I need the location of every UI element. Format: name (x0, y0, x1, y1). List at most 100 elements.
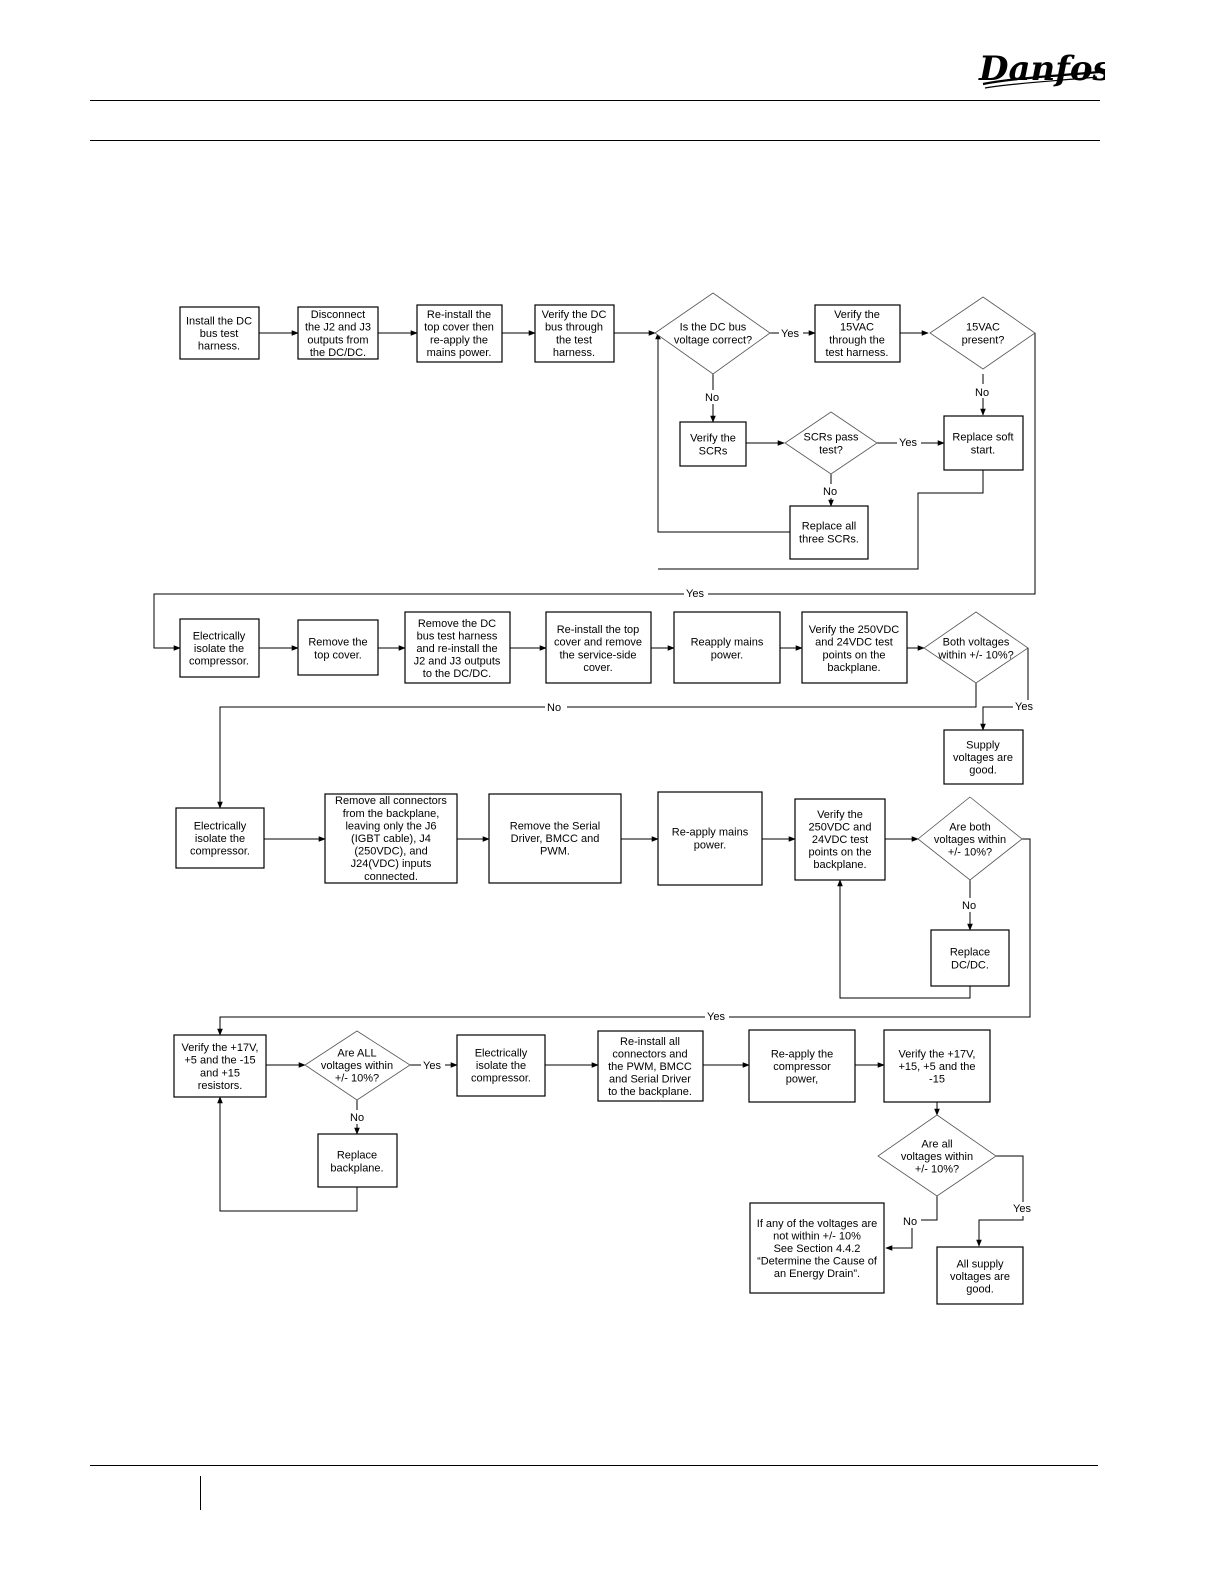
label-yes: Yes (686, 588, 704, 600)
node-text-line: Is the DC bus (680, 322, 747, 334)
node-text-line: voltages within (321, 1060, 393, 1072)
node-text-line: the J2 and J3 (305, 322, 371, 334)
node-text-line: Remove the (308, 637, 367, 649)
node-text-line: Supply (966, 739, 1000, 751)
node-text-line: (IGBT cable), J4 (351, 833, 431, 845)
node-text-line: good. (969, 765, 997, 777)
node-text-line: and re-install the (416, 643, 497, 655)
node-text-line: Verify the (817, 809, 863, 821)
node-text-line: Are both (949, 821, 991, 833)
node-text-line: Verify the DC (542, 309, 607, 321)
node-text-line: voltages are (950, 1271, 1010, 1283)
node-text-line: bus through (545, 322, 603, 334)
node-text-line: leaving only the J6 (345, 820, 436, 832)
node-text-line: Electrically (475, 1047, 528, 1059)
node-text-line: through the (829, 334, 885, 346)
node-text-line: test? (819, 444, 843, 456)
node-text-line: compressor. (190, 846, 250, 858)
node-text-line: isolate the (476, 1060, 526, 1072)
node-text-line: +5 and the -15 (184, 1055, 255, 1067)
node-text-line: to the backplane. (608, 1086, 692, 1098)
node-text-line: Are all (921, 1138, 952, 1150)
node-text-line: Remove the DC (418, 618, 496, 630)
label-no: No (975, 387, 989, 399)
node-text-line: voltages within (901, 1151, 973, 1163)
node-text-line: re-apply the (430, 334, 488, 346)
node-text-line: See Section 4.4.2 (774, 1243, 861, 1255)
node-text-line: -15 (929, 1074, 945, 1086)
label-no: No (903, 1216, 917, 1228)
node-text-line: isolate the (195, 833, 245, 845)
label-yes: Yes (423, 1060, 441, 1072)
node-text-line: Re-apply the (771, 1048, 833, 1060)
node-text-line: PWM. (540, 846, 570, 858)
node-text-line: the service-side (559, 649, 636, 661)
node-text-line: harness. (553, 347, 595, 359)
node-text-line: Electrically (193, 630, 246, 642)
node-text-line: backplane. (813, 859, 866, 871)
connector-labels: Yes No No Yes No Yes Yes No No Yes Yes N… (348, 325, 1037, 1228)
node-text-line: isolate the (194, 643, 244, 655)
node-text-line: Re-install all (620, 1036, 680, 1048)
node-text-line: points on the (809, 847, 872, 859)
node-text-line: SCRs pass (803, 432, 859, 444)
node-text-line: Verify the 250VDC (809, 624, 900, 636)
node-text-line: points on the (823, 649, 886, 661)
node-text-line: bus test harness (417, 630, 498, 642)
danfoss-logo: Danfoss (978, 49, 1105, 89)
node-text-line: and +15 (200, 1067, 240, 1079)
node-text-line: compressor. (189, 656, 249, 668)
node-text-line: good. (966, 1284, 994, 1296)
node-text-line: backplane. (330, 1162, 383, 1174)
node-text-line: Re-apply mains (672, 827, 749, 839)
header-rule-top (90, 100, 1100, 101)
node-text-line: voltage correct? (674, 334, 752, 346)
node-text-line: Verify the +17V, (899, 1048, 976, 1060)
node-text-line: 15VAC (840, 322, 874, 334)
label-yes: Yes (1013, 1203, 1031, 1215)
node-text-line: voltages within (934, 834, 1006, 846)
node-text-line: All supply (956, 1258, 1004, 1270)
node-text-line: start. (971, 444, 995, 456)
node-text-line: to the DC/DC. (423, 668, 491, 680)
node-text-line: bus test (200, 328, 239, 340)
node-text-line: Both voltages (943, 637, 1010, 649)
label-yes: Yes (707, 1011, 725, 1023)
node-text-line: voltages are (953, 752, 1013, 764)
node-text-line: not within +/- 10% (773, 1230, 861, 1242)
node-text-line: Reapply mains (691, 637, 764, 649)
node-text: Verify the +17V,+15, +5 and the-15 (898, 1048, 975, 1085)
